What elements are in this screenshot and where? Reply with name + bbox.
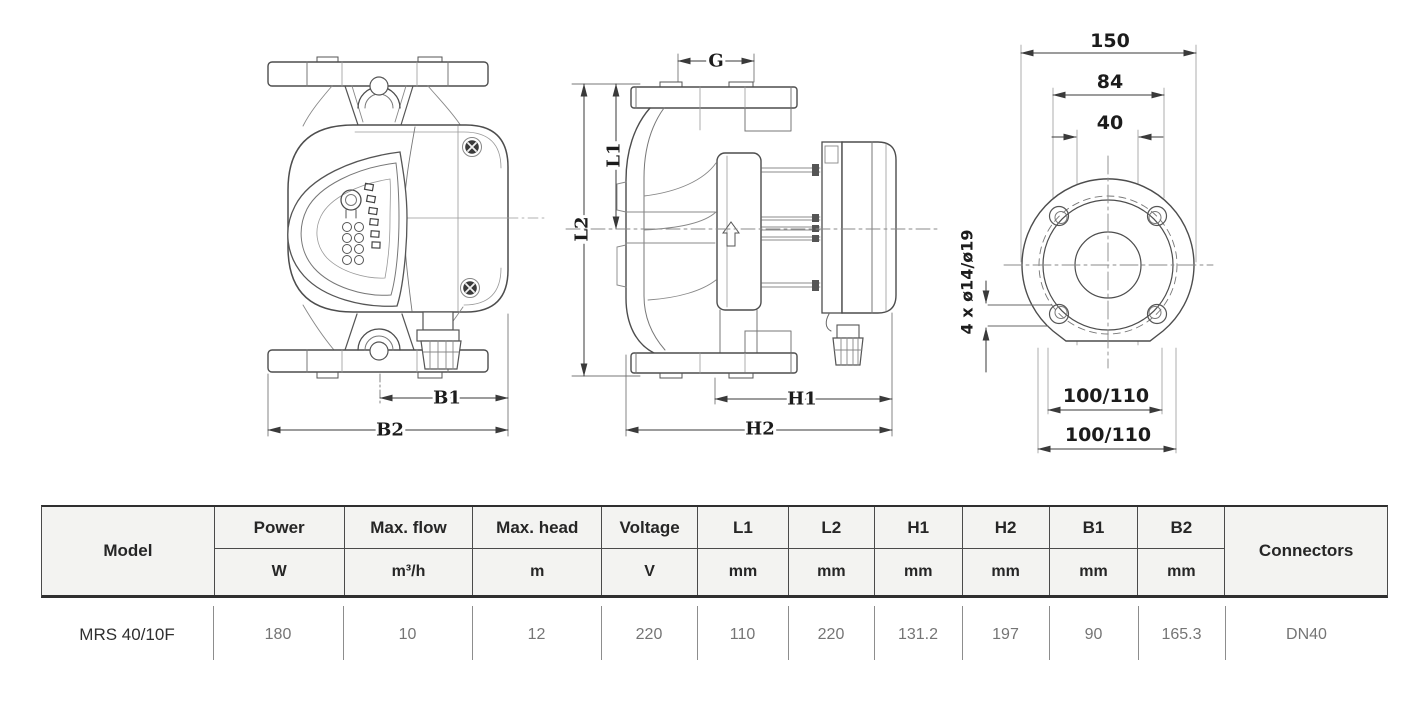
cell-voltage: 220 xyxy=(601,598,697,672)
header-l2: L2 mm xyxy=(787,507,874,595)
cell-l2: 220 xyxy=(788,598,874,672)
header-voltage-label: Voltage xyxy=(602,507,698,549)
dim-label-g: G xyxy=(708,51,723,72)
header-h1-label: H1 xyxy=(874,507,962,549)
header-b1-label: B1 xyxy=(1049,507,1138,549)
cell-max-flow: 10 xyxy=(343,598,472,672)
cell-b1: 90 xyxy=(1049,598,1138,672)
header-power: Power W xyxy=(213,507,344,595)
cell-h1: 131.2 xyxy=(874,598,962,672)
header-b1: B1 mm xyxy=(1048,507,1138,595)
cell-h2: 197 xyxy=(962,598,1049,672)
header-power-unit: W xyxy=(271,563,287,580)
header-b1-unit: mm xyxy=(1079,563,1108,580)
header-h2-label: H2 xyxy=(962,507,1049,549)
header-b2-unit: mm xyxy=(1167,563,1196,580)
header-max-head: Max. head m xyxy=(472,507,602,595)
cell-power: 180 xyxy=(213,598,343,672)
header-l1: L1 mm xyxy=(697,507,788,595)
header-max-flow: Max. flow m³/h xyxy=(343,507,473,595)
header-power-label: Power xyxy=(214,507,344,549)
dim-label-h2: H2 xyxy=(745,419,775,440)
cable-gland-icon xyxy=(416,311,462,370)
dim-label-h1: H1 xyxy=(787,389,817,410)
header-max-head-unit: m xyxy=(530,563,545,580)
header-h1-unit: mm xyxy=(903,563,933,580)
cell-b2: 165.3 xyxy=(1138,598,1225,672)
header-h2-unit: mm xyxy=(991,563,1020,580)
cell-l1: 110 xyxy=(697,598,788,672)
control-panel xyxy=(287,151,408,307)
dim-label-l1: L1 xyxy=(604,142,625,167)
motor-gland-icon xyxy=(825,313,864,366)
pump-front-view: B1 B2 xyxy=(267,56,548,444)
pump-end-view: 150 84 40 xyxy=(955,27,1214,454)
header-connectors: Connectors xyxy=(1224,507,1387,595)
dim-label-b1: B1 xyxy=(433,388,461,409)
cell-connectors: DN40 xyxy=(1225,598,1388,672)
spec-table-row: MRS 40/10F 180 10 12 220 110 220 131.2 1… xyxy=(41,598,1388,672)
header-l1-unit: mm xyxy=(728,563,758,580)
pump-side-view: G L1 L2 xyxy=(565,48,939,443)
dim-label-150: 150 xyxy=(1090,30,1130,52)
header-l2-label: L2 xyxy=(788,507,874,549)
flow-arrow-icon xyxy=(722,221,740,247)
spec-table-header: Model Power W Max. flow m³/h Max. head m… xyxy=(41,505,1388,598)
header-voltage: Voltage V xyxy=(601,507,698,595)
header-l1-label: L1 xyxy=(698,507,788,549)
button-cluster-icon xyxy=(342,222,364,265)
dim-label-pitch-a: 100/110 xyxy=(1063,385,1149,407)
header-h1: H1 mm xyxy=(873,507,962,595)
header-max-flow-unit: m³/h xyxy=(391,563,426,580)
dim-label-pitch-b: 100/110 xyxy=(1065,424,1151,446)
spec-table: Model Power W Max. flow m³/h Max. head m… xyxy=(41,505,1388,672)
dim-label-40: 40 xyxy=(1097,112,1123,134)
bolt-holes xyxy=(1048,205,1168,325)
header-model: Model xyxy=(103,541,153,560)
knob-icon xyxy=(340,189,362,219)
dim-label-bolt-holes: 4 x ø14/ø19 xyxy=(958,230,977,335)
header-max-head-label: Max. head xyxy=(473,507,602,549)
header-max-flow-label: Max. flow xyxy=(344,507,473,549)
dim-label-84: 84 xyxy=(1097,71,1123,93)
header-b2-label: B2 xyxy=(1138,507,1225,549)
header-h2: H2 mm xyxy=(961,507,1049,595)
header-l2-unit: mm xyxy=(817,563,846,580)
cell-max-head: 12 xyxy=(472,598,601,672)
header-b2: B2 mm xyxy=(1137,507,1225,595)
cell-model: MRS 40/10F xyxy=(79,625,175,644)
dim-label-b2: B2 xyxy=(376,420,404,441)
led-strip-icon xyxy=(363,182,381,249)
technical-drawing: B1 B2 G L1 L2 xyxy=(267,27,1214,454)
header-voltage-unit: V xyxy=(644,563,655,580)
